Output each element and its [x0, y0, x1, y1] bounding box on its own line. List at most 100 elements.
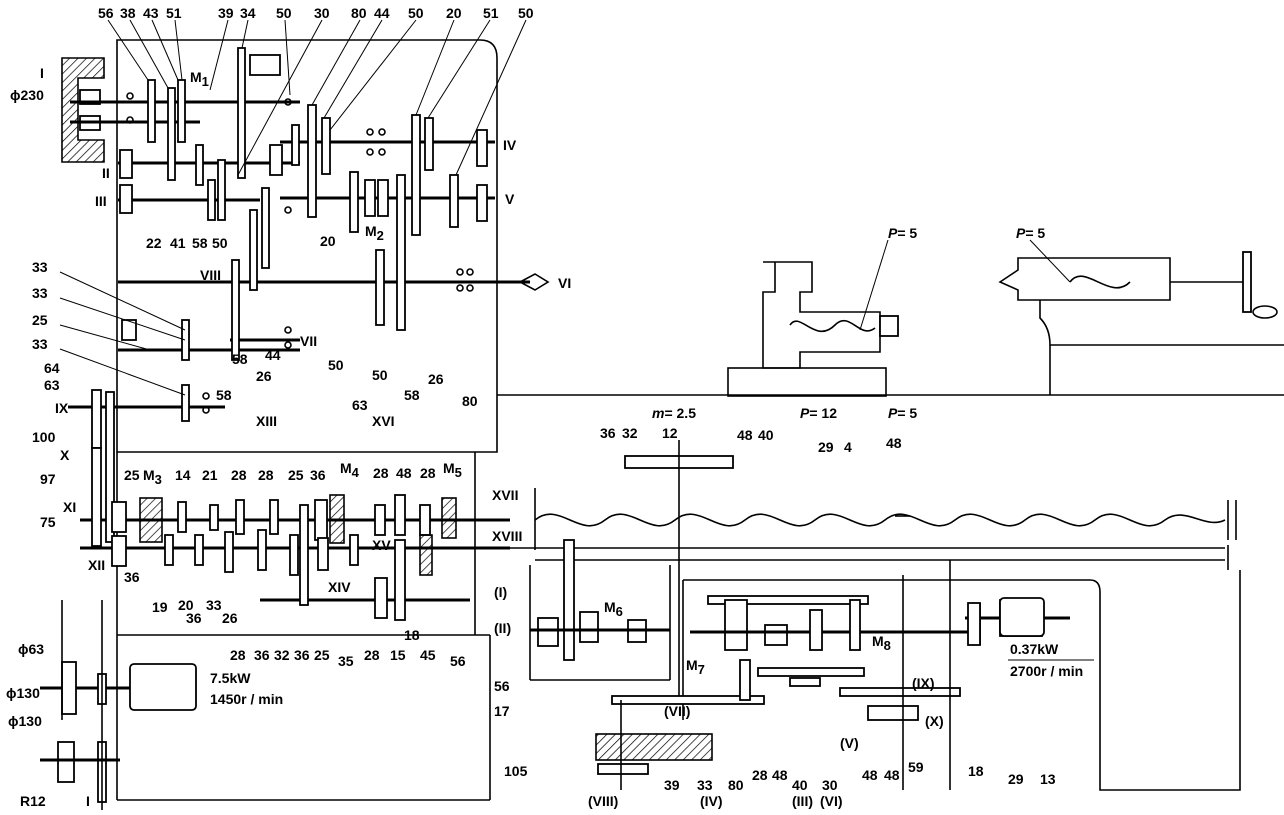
label-apron-105: 105 — [504, 763, 528, 779]
label-apron-II: (II) — [494, 620, 511, 636]
rapid-motor-power: 0.37kW — [1010, 641, 1059, 657]
clutch-M3: M3 — [143, 467, 162, 487]
label-g36b: 36 — [124, 569, 140, 585]
label-apron-4: 4 — [844, 439, 852, 455]
shaft-label-XII: XII — [88, 557, 105, 573]
label-g18: 18 — [404, 627, 420, 643]
label-g25c: 25 — [314, 647, 330, 663]
shaft-label-XVI: XVI — [372, 413, 395, 429]
label-rapid-13: 13 — [1040, 771, 1056, 787]
label-g26: 26 — [222, 610, 238, 626]
shaft-label-III: III — [95, 193, 107, 209]
label-apron-40a: 40 — [758, 427, 774, 443]
label-apron-56: 56 — [494, 678, 510, 694]
label-apron-17: 17 — [494, 703, 510, 719]
label-g50b: 50 — [328, 357, 344, 373]
label-39: 39 — [218, 5, 234, 21]
label-apron-VIII: (VIII) — [588, 793, 618, 809]
shaft-label-VI: VI — [558, 275, 571, 291]
label-g45: 45 — [420, 647, 436, 663]
label-g22: 22 — [146, 235, 162, 251]
label-g32: 32 — [274, 647, 290, 663]
shaft-label-IV: IV — [503, 137, 517, 153]
label-g33a: 33 — [32, 259, 48, 275]
label-apron-IX: (IX) — [912, 675, 935, 691]
label-g20b: 20 — [320, 233, 336, 249]
clutch-M7: M7 — [686, 657, 705, 677]
label-g20: 20 — [178, 597, 194, 613]
clutch-M6: M6 — [604, 599, 623, 619]
main-motor-speed: 1450r / min — [210, 691, 283, 707]
label-apron-48e: 48 — [884, 767, 900, 783]
shaft-label-X: X — [60, 447, 70, 463]
label-g58c: 58 — [216, 387, 232, 403]
pulley-130b-label: ϕ130 — [8, 713, 42, 729]
label-apron-28: 28 — [752, 767, 768, 783]
label-g36c: 36 — [186, 610, 202, 626]
label-51: 51 — [166, 5, 182, 21]
label-tailstock-P: P= 5 — [1016, 225, 1045, 241]
label-g25: 25 — [32, 312, 48, 328]
label-apron-33: 33 — [697, 777, 713, 793]
clutch-M1: M1 — [190, 69, 209, 89]
shaft-label-VII: VII — [300, 333, 317, 349]
label-rapid-29: 29 — [1008, 771, 1024, 787]
shaft-label-II: II — [102, 165, 110, 181]
headstock-gears — [119, 47, 488, 422]
label-80: 80 — [351, 5, 367, 21]
shaft-label-XIII: XIII — [256, 413, 277, 429]
label-g14: 14 — [175, 467, 191, 483]
label-50b: 50 — [408, 5, 424, 21]
label-g97: 97 — [40, 471, 56, 487]
label-apron-V: (V) — [840, 735, 859, 751]
label-g36d: 36 — [254, 647, 270, 663]
label-g33: 33 — [206, 597, 222, 613]
pulley-63-label: ϕ63 — [18, 641, 44, 657]
shaft-label-I: I — [40, 65, 44, 81]
headstock-housing — [116, 39, 1284, 453]
apron-gears — [530, 440, 1070, 790]
label-apron-X: (X) — [925, 713, 944, 729]
label-g25a: 25 — [124, 467, 140, 483]
label-g75: 75 — [40, 514, 56, 530]
label-g26b: 26 — [256, 368, 272, 384]
label-apron-48b: 48 — [886, 435, 902, 451]
label-g58d: 58 — [232, 351, 248, 367]
change-gears — [91, 389, 115, 547]
label-38: 38 — [120, 5, 136, 21]
label-g63b: 63 — [44, 377, 60, 393]
label-20: 20 — [446, 5, 462, 21]
label-g56: 56 — [450, 653, 466, 669]
label-56-top: 56 — [98, 5, 114, 21]
tailstock — [998, 251, 1284, 395]
label-g58a: 58 — [192, 235, 208, 251]
label-g41: 41 — [170, 235, 186, 251]
label-m: m= 2.5 — [652, 405, 696, 421]
label-51b: 51 — [483, 5, 499, 21]
label-apron-30: 30 — [822, 777, 838, 793]
label-g50c: 50 — [372, 367, 388, 383]
label-g64: 64 — [44, 360, 60, 376]
label-g26a: 26 — [428, 371, 444, 387]
label-g44: 44 — [265, 347, 281, 363]
main-motor-power: 7.5kW — [210, 670, 251, 686]
shaft-label-XI: XI — [63, 499, 76, 515]
label-g28a: 28 — [231, 467, 247, 483]
tool-post — [727, 261, 899, 397]
spindle-center — [518, 273, 550, 291]
label-g28b: 28 — [258, 467, 274, 483]
shaft-label-XV: XV — [372, 537, 391, 553]
label-43: 43 — [143, 5, 159, 21]
leader-lines — [59, 19, 1071, 396]
clutch-M2: M2 — [365, 223, 384, 243]
label-apron-48a: 48 — [737, 427, 753, 443]
label-apron-48d: 48 — [862, 767, 878, 783]
clutch-M4: M4 — [340, 460, 360, 480]
label-toolpost-P: P= 5 — [888, 225, 917, 241]
label-30: 30 — [314, 5, 330, 21]
label-g35: 35 — [338, 653, 354, 669]
label-apron-18: 18 — [968, 763, 984, 779]
label-g80: 80 — [462, 393, 478, 409]
pulley-230-label: ϕ230 — [10, 87, 44, 103]
label-apron-36: 36 — [600, 425, 616, 441]
